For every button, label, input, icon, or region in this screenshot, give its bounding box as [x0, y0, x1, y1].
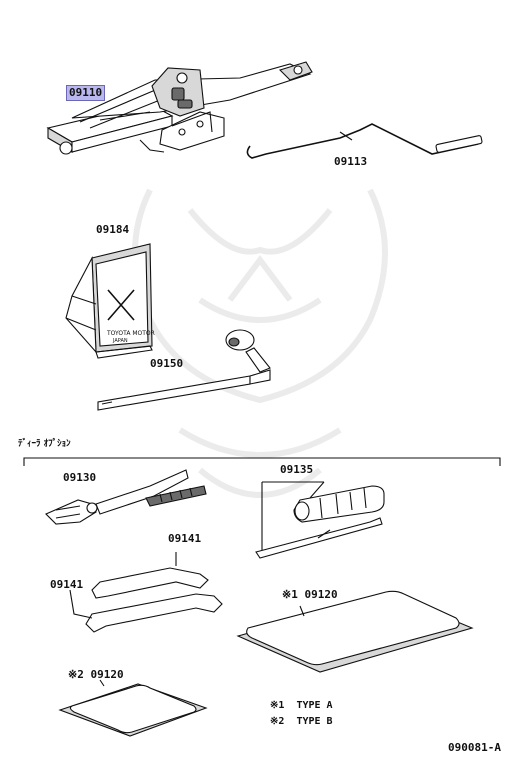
legend-type-b: ※2 TYPE B: [270, 716, 333, 728]
tool-bag-type-b: [58, 679, 208, 737]
chock-maker-text: TOYOTA MOTOR: [106, 330, 155, 337]
part-label-spanner-upper[interactable]: 09141: [168, 532, 202, 545]
legend-text-a: TYPE A: [296, 700, 333, 711]
lug-wrench: [97, 329, 271, 411]
part-label-pliers[interactable]: 09130: [63, 471, 97, 484]
wheel-chock: TOYOTA MOTOR JAPAN: [65, 243, 155, 359]
legend-mark-b: ※2: [270, 716, 285, 727]
section-title: ﾃﾞｨｰﾗ ｵﾌﾟｼｮﾝ: [18, 439, 71, 449]
screwdriver: [255, 481, 385, 559]
spanner-lower: [69, 589, 223, 633]
part-label-jack[interactable]: 09110: [66, 85, 106, 101]
dealer-option-bracket: [23, 457, 501, 466]
part-label-tool-bag-a[interactable]: ※1 09120: [282, 588, 338, 601]
part-label-wheel-chock[interactable]: 09184: [96, 223, 130, 236]
watermark-emblem: [132, 188, 388, 498]
part-label-lug-wrench[interactable]: 09150: [150, 357, 184, 370]
part-label-screwdriver[interactable]: 09135: [280, 463, 314, 476]
tool-bag-type-a: [236, 590, 474, 673]
jack-handle: [246, 123, 483, 159]
legend-text-b: TYPE B: [296, 716, 333, 727]
chock-country-text: JAPAN: [112, 338, 128, 344]
pliers: [45, 469, 207, 525]
part-label-tool-bag-b[interactable]: ※2 09120: [68, 668, 124, 681]
part-label-jack-handle[interactable]: 09113: [334, 155, 368, 168]
legend-type-a: ※1 TYPE A: [270, 700, 333, 712]
part-label-spanner-lower[interactable]: 09141: [50, 578, 84, 591]
spanner-upper: [91, 552, 209, 599]
diagram-code: 090081-A: [448, 741, 501, 754]
scissor-jack: [46, 61, 313, 155]
legend-mark-a: ※1: [270, 700, 285, 711]
